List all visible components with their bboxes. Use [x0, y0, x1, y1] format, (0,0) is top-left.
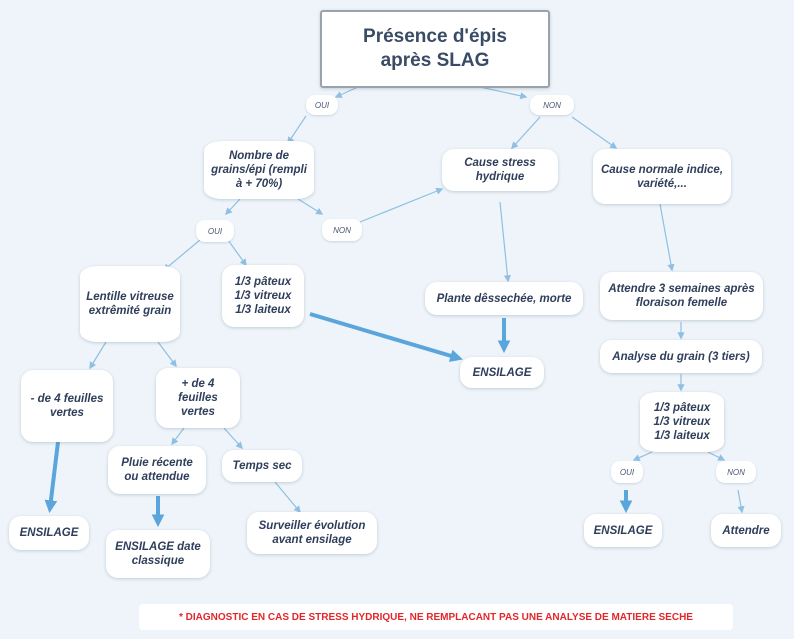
node-tiers-right: 1/3 pâteux 1/3 vitreux 1/3 laiteux — [640, 392, 724, 452]
thick-edge-moins-ensilage — [44, 441, 60, 514]
node-moins-4: - de 4 feuilles vertes — [21, 370, 113, 442]
node-ensilage-right: ENSILAGE — [584, 514, 662, 547]
edge-oui-nombre — [287, 115, 307, 145]
oui-label-1: OUI — [306, 95, 338, 115]
node-cause-normale: Cause normale indice, variété,... — [593, 149, 731, 204]
edge-lentille-plus — [157, 341, 177, 368]
node-temps-sec: Temps sec — [222, 450, 302, 482]
edge-tiers-non — [707, 451, 726, 461]
thick-edge-tiers-ensilage — [309, 312, 463, 362]
edge-non-normale — [571, 116, 618, 149]
edge-plus-sec — [223, 427, 243, 450]
edge-non-stress — [511, 116, 541, 150]
edge-oui-lentille — [162, 239, 201, 271]
edge-plus-pluie — [171, 427, 185, 446]
edge-stress-plante — [499, 201, 512, 283]
node-ensilage-date: ENSILAGE date classique — [106, 530, 210, 578]
node-ensilage-mid: ENSILAGE — [460, 357, 544, 388]
edge-non-stress2 — [359, 187, 444, 223]
node-plus-4: + de 4 feuilles vertes — [156, 368, 240, 428]
root-question: Présence d'épis après SLAG — [320, 10, 550, 88]
edge-nombre-oui — [225, 198, 241, 216]
edge-title-oui — [334, 86, 359, 98]
edge-non-attendre — [737, 489, 745, 514]
node-nombre-grains: Nombre de grains/épi (rempli à + 70%) — [204, 141, 314, 199]
edge-lentille-moins — [89, 341, 107, 370]
edge-sec-surveiller — [274, 481, 301, 514]
oui-label-3: OUI — [611, 461, 643, 483]
node-analyse-grain: Analyse du grain (3 tiers) — [600, 340, 762, 373]
node-attendre-3-semaines: Attendre 3 semaines après floraison feme… — [600, 272, 763, 320]
node-lentille: Lentille vitreuse extrêmité grain — [80, 266, 180, 342]
node-cause-stress: Cause stress hydrique — [442, 149, 558, 191]
node-surveiller: Surveiller évolution avant ensilage — [247, 512, 377, 554]
node-tiers-left: 1/3 pâteux 1/3 vitreux 1/3 laiteux — [222, 265, 304, 327]
edge-nombre-non — [297, 198, 324, 215]
edge-oui-tiers — [227, 239, 247, 267]
node-ensilage-left: ENSILAGE — [9, 516, 89, 550]
non-label-1: NON — [530, 95, 574, 115]
node-attendre: Attendre — [711, 514, 781, 547]
node-plante-dessechee: Plante dêssechée, morte — [425, 282, 583, 315]
oui-label-2: OUI — [196, 220, 234, 242]
root-title-line1: Présence d'épis — [363, 26, 507, 47]
node-pluie: Pluie récente ou attendue — [108, 446, 206, 494]
non-label-2: NON — [322, 219, 362, 241]
non-label-3: NON — [716, 461, 756, 483]
edge-title-non — [479, 86, 528, 100]
edge-normale-attendre — [659, 203, 675, 272]
edge-tiers-oui — [632, 451, 653, 461]
footnote: * DIAGNOSTIC EN CAS DE STRESS HYDRIQUE, … — [139, 604, 733, 630]
root-title-line2: après SLAG — [380, 50, 490, 71]
